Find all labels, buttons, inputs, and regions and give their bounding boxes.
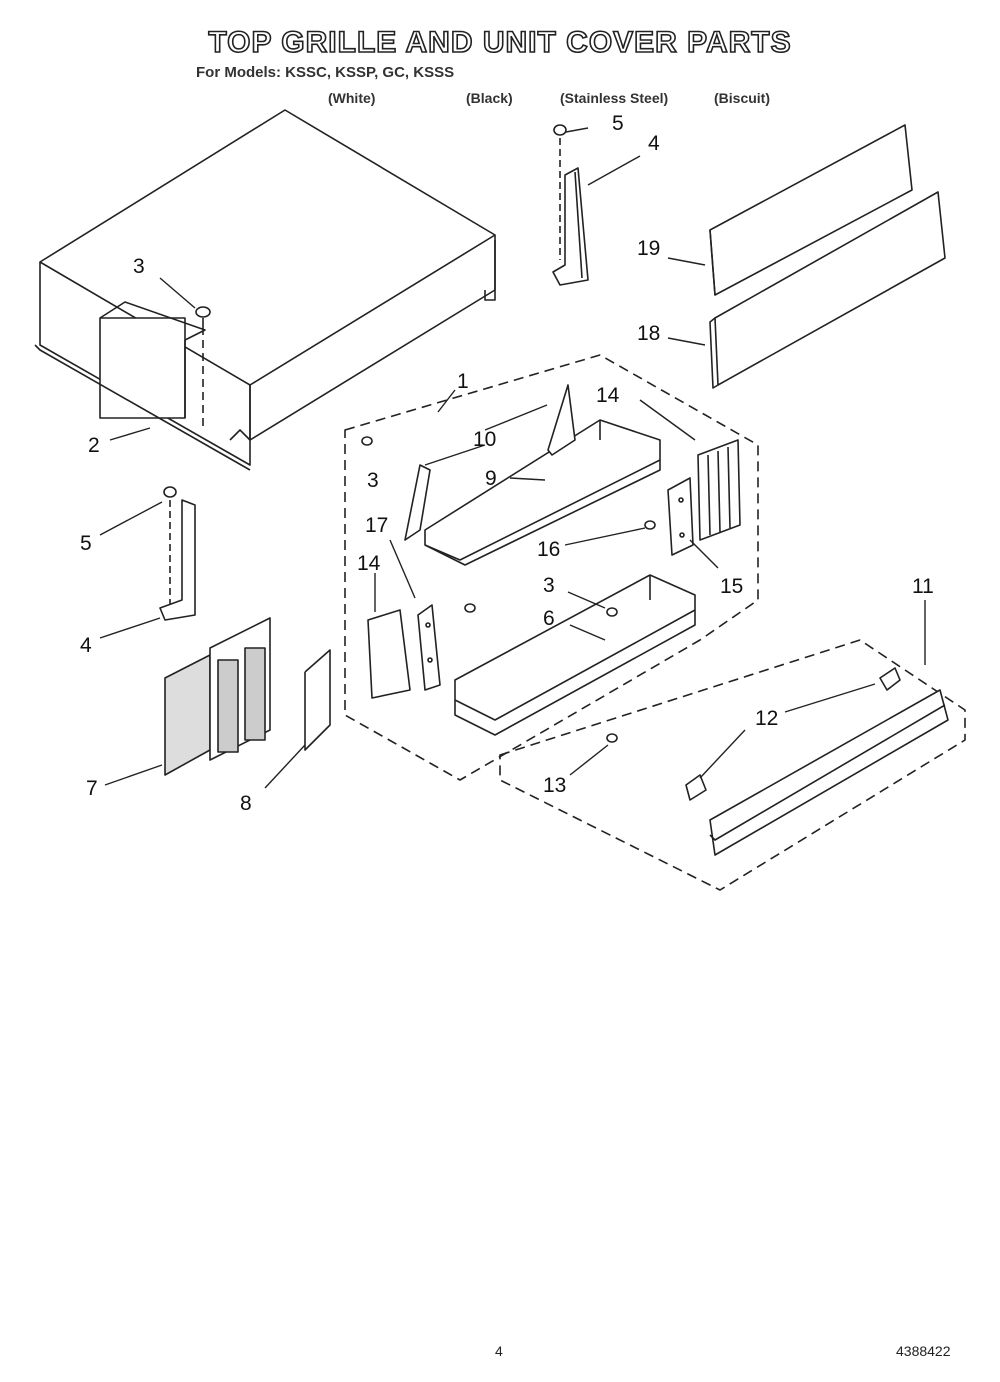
- screw-part-13: [606, 733, 618, 743]
- callout-19: 19: [637, 237, 660, 260]
- callout-6: 6: [543, 607, 555, 630]
- callout-5-top: 5: [612, 112, 624, 135]
- clip-part-12: [685, 667, 901, 801]
- unit-cover-part-2: [34, 109, 496, 471]
- assembly-boundary-part-11: [499, 639, 966, 891]
- bracket-part-4-top: [552, 124, 589, 286]
- callout-15: 15: [720, 575, 743, 598]
- color-stainless: (Stainless Steel): [560, 90, 669, 106]
- models-line: For Models: KSSC, KSSP, GC, KSSS: [196, 64, 454, 81]
- page-number: 4: [495, 1343, 503, 1359]
- callout-18: 18: [637, 322, 660, 345]
- callout-10: 10: [473, 428, 496, 451]
- diagram-title: TOP GRILLE AND UNIT COVER PARTS: [208, 25, 792, 60]
- grille-piece-part-14-right: [697, 439, 741, 541]
- screw-part-3-left: [361, 436, 373, 446]
- callout-2: 2: [88, 434, 100, 457]
- color-black: (Black): [466, 90, 513, 106]
- color-biscuit: (Biscuit): [714, 90, 770, 106]
- piece-part-8: [304, 649, 331, 751]
- bracket-part-4-left: [159, 486, 196, 621]
- bracket-part-17: [417, 603, 476, 691]
- callout-16: 16: [537, 538, 560, 561]
- callout-12: 12: [755, 707, 778, 730]
- assembly-boundary-part-1: [344, 354, 759, 781]
- callout-11: 11: [912, 575, 934, 598]
- channel-part-6: [454, 574, 696, 736]
- callout-14-right: 14: [596, 384, 620, 407]
- color-white: (White): [328, 90, 376, 106]
- document-number: 4388422: [896, 1343, 951, 1359]
- callout-17: 17: [365, 514, 388, 537]
- grille-piece-part-14-left: [367, 609, 411, 699]
- screw-part-16: [644, 520, 656, 530]
- screw-part-3-cover: [195, 306, 211, 430]
- callout-1: 1: [457, 370, 469, 393]
- bracket-part-15: [667, 477, 694, 556]
- clip-part-10: [404, 384, 576, 541]
- panel-part-18: [709, 191, 946, 389]
- models-prefix: For Models:: [196, 64, 281, 81]
- callout-8: 8: [240, 792, 252, 815]
- callout-9: 9: [485, 467, 497, 490]
- filter-part-7: [164, 617, 271, 776]
- callout-5-left: 5: [80, 532, 92, 555]
- grille-bar-part-9: [424, 419, 661, 566]
- callout-3-cover: 3: [133, 255, 145, 278]
- callout-4-left: 4: [80, 634, 92, 657]
- callout-3-inside: 3: [367, 469, 379, 492]
- callout-13: 13: [543, 774, 566, 797]
- callout-7: 7: [86, 777, 98, 800]
- callout-4-top: 4: [648, 132, 660, 155]
- models-list: KSSC, KSSP, GC, KSSS: [285, 64, 455, 81]
- rail-part-11: [709, 689, 949, 856]
- callout-3-middle: 3: [543, 574, 555, 597]
- callout-14-left: 14: [357, 552, 381, 575]
- panel-part-19: [709, 124, 913, 296]
- leader-lines: [99, 127, 926, 789]
- screw-part-3-middle: [606, 607, 618, 617]
